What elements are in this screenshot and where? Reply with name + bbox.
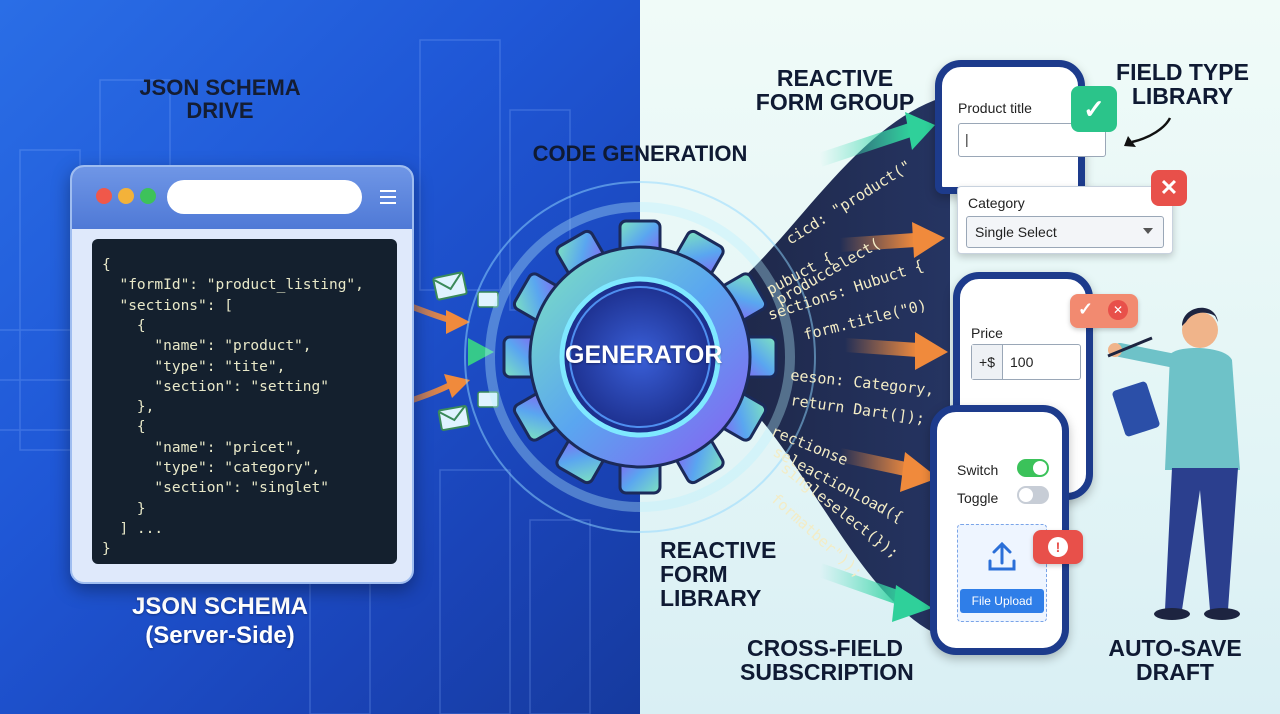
code-stream [730, 95, 950, 640]
json-code-line: { [102, 419, 146, 436]
json-code-line: ] ... [102, 520, 164, 537]
cross-field-subscription-label: CROSS-FIELD SUBSCRIPTION [740, 635, 914, 686]
close-icon: ✕ [1151, 170, 1187, 206]
code-generation-label: CODE GENERATION [532, 141, 748, 166]
auto-save-draft-label: AUTO-SAVE DRAFT [1108, 635, 1242, 686]
price-label: Price [971, 325, 1003, 341]
generator-label: GENERATOR [565, 341, 723, 369]
json-code-line: "type": "tite", [102, 358, 286, 375]
upload-icon [988, 541, 1016, 571]
mail-icon [432, 271, 499, 431]
reactive-form-library-label: REACTIVE FORM LIBRARY [660, 537, 777, 612]
alert-icon: ! [1048, 537, 1068, 557]
phone-product-title: Product title | [935, 60, 1106, 194]
person-illustration [1107, 307, 1240, 620]
generator-glow-ring [464, 181, 816, 533]
menu-icon[interactable] [380, 190, 396, 204]
json-schema-server-label: JSON SCHEMA (Server-Side) [131, 593, 309, 650]
json-code-editor: { "formId": "product_listing", "sections… [92, 239, 397, 564]
minimize-dot[interactable] [118, 188, 134, 204]
toggle-label: Toggle [957, 490, 999, 506]
file-upload-dropzone[interactable]: File Upload [957, 524, 1047, 622]
price-value: 100 [1010, 354, 1034, 370]
price-prefix: +$ [972, 345, 1003, 379]
check-icon: ✓ [1078, 299, 1094, 319]
json-code-line: "name": "product", [102, 338, 312, 355]
json-code-line: } [102, 500, 146, 517]
price-input[interactable]: +$ 100 [971, 344, 1081, 380]
json-code-line: "sections": [ [102, 297, 233, 314]
file-upload-button[interactable]: File Upload [960, 589, 1044, 613]
category-select-value: Single Select [975, 224, 1057, 240]
validation-badge: ✓ ✕ [1070, 294, 1138, 328]
json-code-line: { [102, 257, 111, 273]
maximize-dot[interactable] [140, 188, 156, 204]
alert-badge: ! [1033, 530, 1083, 564]
field-type-library-pointer [1131, 117, 1172, 144]
json-code-line: } [102, 541, 111, 558]
toggle-switch[interactable] [1017, 486, 1049, 504]
json-code-line: "section": "singlet" [102, 480, 329, 497]
close-dot[interactable] [96, 188, 112, 204]
json-code-line: { [102, 317, 146, 334]
check-icon: ✓ [1071, 86, 1117, 132]
browser-window: { "formId": "product_listing", "sections… [70, 165, 414, 584]
product-title-label: Product title [958, 100, 1032, 116]
field-type-library-label: FIELD TYPE LIBRARY [1116, 59, 1249, 110]
address-bar[interactable] [167, 180, 362, 214]
stream-to-phones-arrows [817, 112, 948, 622]
category-card: Category Single Select [957, 186, 1173, 254]
json-code-line: }, [102, 399, 155, 416]
json-code-line: "formId": "product_listing", [102, 277, 364, 294]
category-label: Category [968, 195, 1025, 211]
gear-icon [502, 219, 778, 495]
category-select[interactable]: Single Select [966, 216, 1164, 248]
json-schema-drive-label: JSON SCHEMA DRIVE [139, 75, 301, 124]
json-code-line: "type": "category", [102, 460, 321, 476]
browser-title-bar [72, 167, 412, 229]
switch-label: Switch [957, 462, 999, 478]
chevron-down-icon [1143, 228, 1153, 234]
reactive-form-group-label: REACTIVE FORM GROUP [755, 65, 915, 116]
json-code-line: "section": "setting" [102, 378, 329, 395]
close-icon: ✕ [1108, 300, 1128, 320]
json-code-line: "name": "pricet", [102, 439, 303, 456]
switch-toggle[interactable] [1017, 459, 1049, 477]
